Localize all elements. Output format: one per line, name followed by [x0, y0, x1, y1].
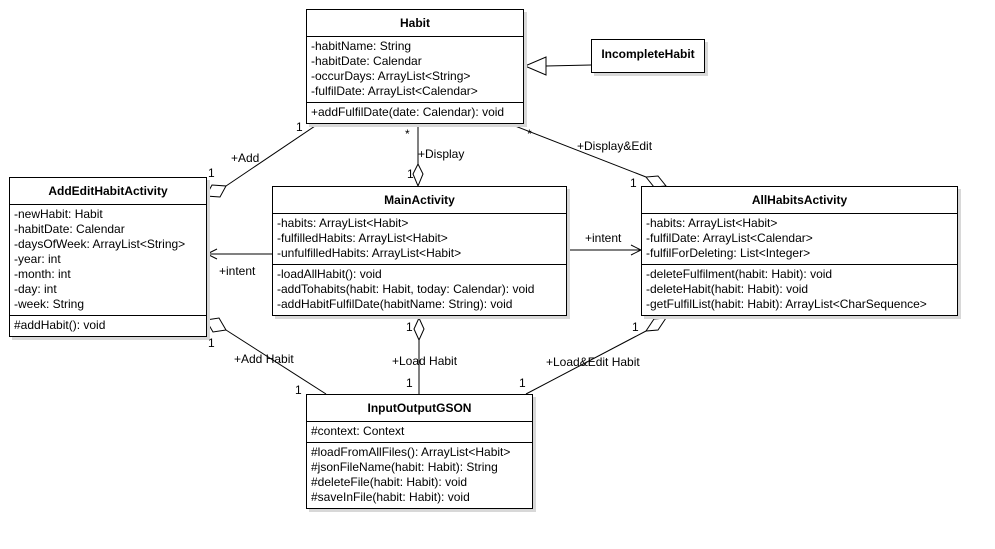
- add-aggregation-diamond: [205, 184, 227, 198]
- method: #addHabit(): void: [14, 318, 106, 332]
- attribute: -fulfilDate: ArrayList<Calendar>: [646, 231, 813, 245]
- method: -getFulfilList(habit: Habit): ArrayList<…: [646, 297, 927, 311]
- method: #deleteFile(habit: Habit): void: [311, 475, 468, 489]
- load-habit-multiplicity-gson: 1: [406, 376, 413, 390]
- incomplete-habit-class: IncompleteHabit: [591, 39, 705, 73]
- intent-left-arrowhead: [205, 248, 218, 260]
- method: -addHabitFulfilDate(habitName: String): …: [277, 297, 513, 311]
- add-habit-multiplicity-gson: 1: [295, 383, 302, 397]
- attribute: -habitDate: Calendar: [311, 54, 422, 68]
- attributes-section: -habits: ArrayList<Habit> -fulfilledHabi…: [273, 214, 566, 264]
- load-edit-habit-connector: [525, 330, 647, 395]
- attribute: -daysOfWeek: ArrayList<String>: [14, 237, 186, 251]
- methods-section: -loadAllHabit(): void -addTohabits(habit…: [273, 264, 566, 315]
- attribute: -fulfilDate: ArrayList<Calendar>: [311, 84, 478, 98]
- display-edit-multiplicity-habit: *: [527, 127, 532, 141]
- attribute: -year: int: [14, 252, 61, 266]
- attribute: -habitName: String: [311, 39, 412, 53]
- attribute: #context: Context: [311, 424, 405, 438]
- load-edit-multiplicity-all: 1: [632, 320, 639, 334]
- attribute: -habits: ArrayList<Habit>: [646, 216, 778, 230]
- load-edit-habit-label: +Load&Edit Habit: [546, 355, 640, 369]
- attribute: -day: int: [14, 282, 57, 296]
- add-label: +Add: [231, 151, 260, 165]
- load-edit-habit-aggregation-diamond: [645, 317, 667, 332]
- display-edit-connector: [509, 123, 647, 178]
- methods-section: #addHabit(): void: [10, 315, 206, 336]
- display-multiplicity-main: 1: [407, 167, 414, 181]
- attributes-section: #context: Context: [307, 422, 532, 442]
- method: -addTohabits(habit: Habit, today: Calend…: [277, 282, 535, 296]
- display-label: +Display: [418, 147, 465, 161]
- habit-class: Habit -habitName: String -habitDate: Cal…: [306, 9, 524, 124]
- class-name: IncompleteHabit: [601, 47, 695, 61]
- attribute: -fulfilForDeleting: List<Integer>: [646, 246, 811, 260]
- attribute: -habitDate: Calendar: [14, 222, 125, 236]
- method: -deleteFulfilment(habit: Habit): void: [646, 267, 833, 281]
- add-habit-label: +Add Habit: [234, 352, 294, 366]
- attribute: -newHabit: Habit: [14, 207, 103, 221]
- method: #jsonFileName(habit: Habit): String: [311, 460, 498, 474]
- display-multiplicity-habit: *: [405, 127, 410, 141]
- attributes-section: -habitName: String -habitDate: Calendar …: [307, 37, 523, 102]
- display-aggregation-diamond: [412, 162, 424, 188]
- attribute: -week: String: [14, 297, 85, 311]
- class-name: InputOutputGSON: [307, 395, 532, 422]
- generalization-connector: [545, 64, 592, 67]
- display-edit-label: +Display&Edit: [577, 139, 653, 153]
- add-multiplicity-habit: 1: [296, 120, 303, 134]
- class-name: MainActivity: [273, 187, 566, 214]
- add-edit-habit-activity-class: AddEditHabitActivity -newHabit: Habit -h…: [9, 177, 207, 337]
- display-edit-multiplicity-all: 1: [630, 176, 637, 190]
- all-habits-activity-class: AllHabitsActivity -habits: ArrayList<Hab…: [641, 186, 958, 316]
- load-habit-label: +Load Habit: [392, 354, 458, 368]
- add-multiplicity-activity: 1: [208, 166, 215, 180]
- load-edit-multiplicity-gson: 1: [519, 376, 526, 390]
- class-name: AllHabitsActivity: [642, 187, 957, 214]
- intent-right-label: +intent: [585, 231, 622, 245]
- method: #saveInFile(habit: Habit): void: [311, 490, 470, 504]
- generalization-triangle: [523, 56, 547, 76]
- load-habit-aggregation-diamond: [413, 316, 425, 342]
- method: -loadAllHabit(): void: [277, 267, 382, 281]
- load-habit-multiplicity-main: 1: [406, 320, 413, 334]
- methods-section: -deleteFulfilment(habit: Habit): void -d…: [642, 264, 957, 315]
- attributes-section: -newHabit: Habit -habitDate: Calendar -d…: [10, 205, 206, 315]
- input-output-gson-class: InputOutputGSON #context: Context #loadF…: [306, 394, 533, 509]
- attribute: -habits: ArrayList<Habit>: [277, 216, 409, 230]
- attributes-section: -habits: ArrayList<Habit> -fulfilDate: A…: [642, 214, 957, 264]
- attribute: -unfulfilledHabits: ArrayList<Habit>: [277, 246, 462, 260]
- method: -deleteHabit(habit: Habit): void: [646, 282, 809, 296]
- method: #loadFromAllFiles(): ArrayList<Habit>: [311, 445, 511, 459]
- attribute: -fulfilledHabits: ArrayList<Habit>: [277, 231, 448, 245]
- methods-section: +addFulfilDate(date: Calendar): void: [307, 102, 523, 123]
- attribute: -month: int: [14, 267, 71, 281]
- add-habit-aggregation-diamond: [205, 317, 227, 333]
- class-name: AddEditHabitActivity: [10, 178, 206, 205]
- method: +addFulfilDate(date: Calendar): void: [311, 105, 505, 119]
- attribute: -occurDays: ArrayList<String>: [311, 69, 471, 83]
- add-connector: [225, 123, 319, 187]
- add-habit-multiplicity-activity: 1: [208, 336, 215, 350]
- main-activity-class: MainActivity -habits: ArrayList<Habit> -…: [272, 186, 567, 316]
- add-habit-connector: [225, 329, 327, 395]
- class-name: Habit: [307, 10, 523, 37]
- methods-section: #loadFromAllFiles(): ArrayList<Habit> #j…: [307, 442, 532, 508]
- intent-left-label: +intent: [219, 264, 256, 278]
